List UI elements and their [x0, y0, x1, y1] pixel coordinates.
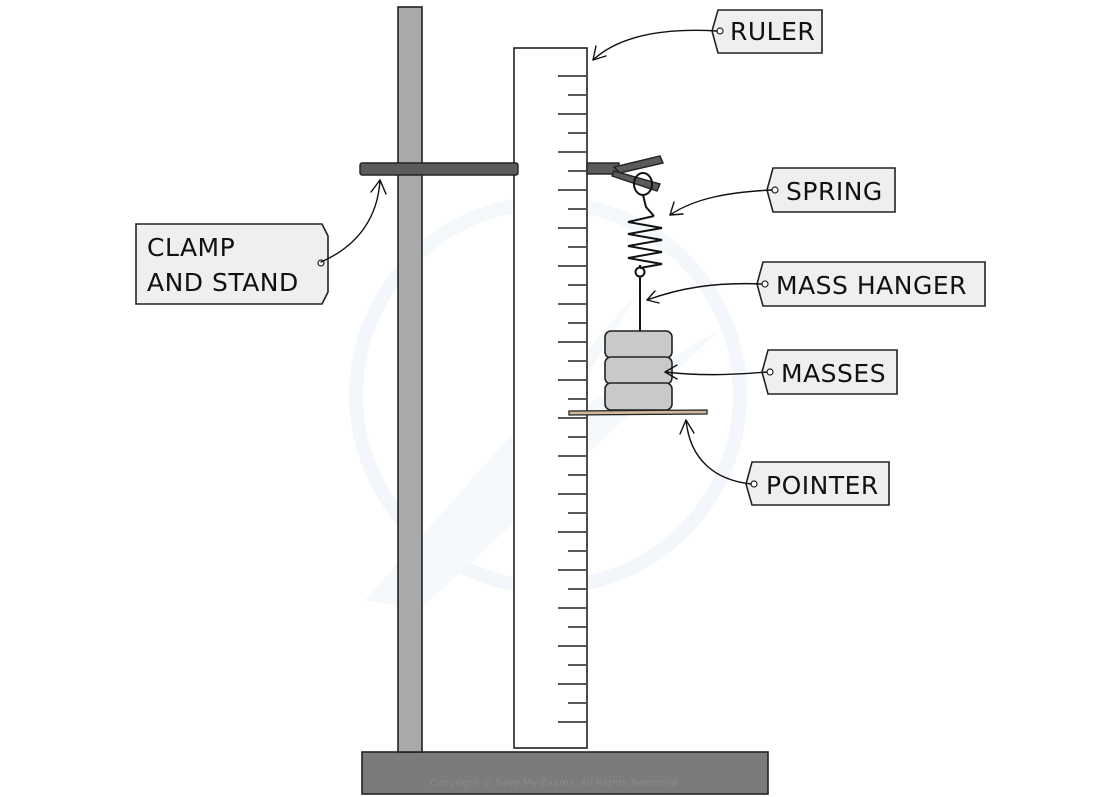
arrow-masses [664, 371, 768, 376]
label-clamp-and-stand: CLAMP AND STAND [135, 223, 329, 305]
label-spring: SPRING [766, 167, 896, 213]
clamp-arm [359, 162, 519, 176]
label-pointer-text: POINTER [766, 471, 879, 500]
clamp-jaw-upper [612, 155, 664, 174]
arrow-pointer [685, 419, 752, 485]
arrow-ruler [592, 29, 718, 61]
label-mass-hanger: MASS HANGER [756, 261, 986, 307]
arrow-mass-hanger [646, 282, 763, 301]
label-mass-hanger-text: MASS HANGER [776, 271, 967, 300]
mass-2 [604, 356, 673, 385]
ruler [513, 47, 588, 749]
label-masses-text: MASSES [781, 359, 886, 388]
label-clamp-line1: CLAMP [147, 233, 235, 262]
arrow-spring [669, 189, 773, 216]
pointer [568, 409, 708, 416]
mass-1 [604, 330, 673, 359]
stand-base [361, 751, 769, 795]
label-clamp-line2: AND STAND [147, 268, 299, 297]
label-pointer: POINTER [745, 461, 890, 506]
spring [627, 172, 663, 278]
masses [604, 330, 673, 411]
label-spring-text: SPRING [786, 177, 883, 206]
mass-3 [604, 382, 673, 411]
copyright-notice: Copyright © Save My Exams. All Rights Re… [430, 778, 677, 789]
ruler-ticks [558, 75, 586, 723]
arrow-clamp [320, 179, 381, 263]
label-masses: MASSES [761, 349, 898, 395]
label-ruler-text: RULER [730, 17, 815, 46]
clamp-jaw-lower [611, 170, 661, 192]
stand-pole [397, 6, 423, 753]
label-ruler: RULER [711, 9, 823, 54]
